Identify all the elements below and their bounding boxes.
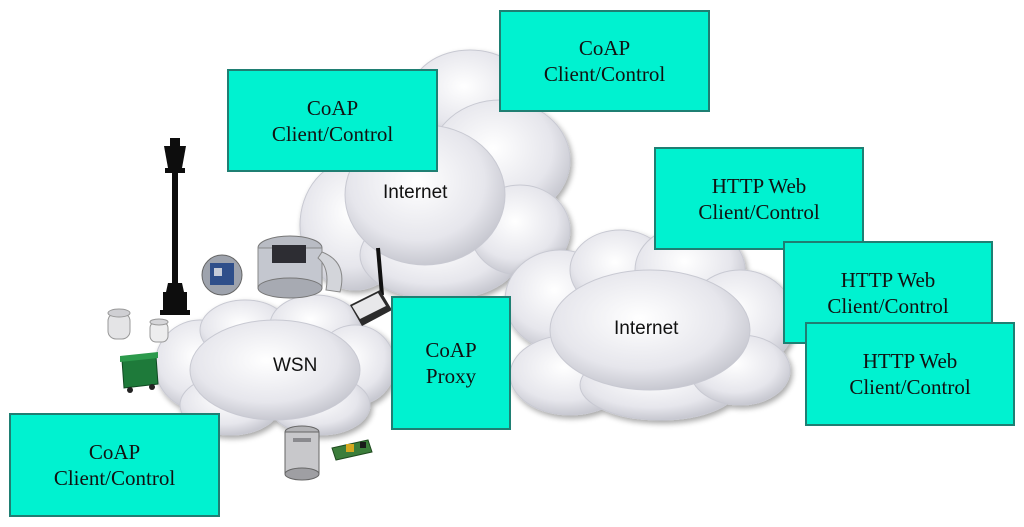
box-title: CoAP: [578, 36, 631, 60]
coap-proxy-box: CoAP Proxy: [391, 296, 511, 430]
box-subtitle: Client/Control: [271, 121, 394, 146]
cylindrical-sensor-icon: [284, 425, 320, 481]
box-title: HTTP Web: [840, 267, 936, 292]
coap-client-box-top-left: CoAP Client/Control: [227, 69, 438, 172]
box-title: CoAP: [425, 338, 477, 362]
wsn-label: WSN: [273, 355, 317, 376]
sensor-board-icon: [201, 254, 243, 296]
box-subtitle: Client/Control: [827, 293, 949, 318]
box-title: CoAP: [306, 95, 359, 120]
http-web-client-box-1: HTTP Web Client/Control: [654, 147, 864, 250]
gateway-antenna-icon: [350, 247, 392, 326]
http-web-client-box-3: HTTP Web Client/Control: [805, 322, 1015, 426]
box-subtitle: Client/Control: [543, 62, 666, 86]
waste-container-icon: [120, 352, 159, 393]
street-lamp-icon: [160, 138, 190, 315]
radio-module-icon: [331, 439, 373, 461]
white-sensor-icon: [107, 308, 169, 343]
internet-right-label: Internet: [614, 318, 679, 339]
box-title: HTTP Web: [862, 349, 958, 373]
box-subtitle: Client/Control: [849, 375, 971, 399]
coap-client-box-bottom-left: CoAP Client/Control: [9, 413, 220, 517]
box-subtitle: Proxy: [425, 364, 477, 388]
internet-top-label: Internet: [383, 182, 448, 203]
coap-client-box-top-center: CoAP Client/Control: [499, 10, 710, 112]
box-title: CoAP: [88, 440, 141, 464]
box-subtitle: Client/Control: [698, 199, 820, 224]
box-subtitle: Client/Control: [53, 466, 176, 490]
sensor-enclosure-icon: [257, 235, 343, 299]
box-title: HTTP Web: [711, 173, 807, 198]
wsn-cloud: [154, 294, 396, 436]
